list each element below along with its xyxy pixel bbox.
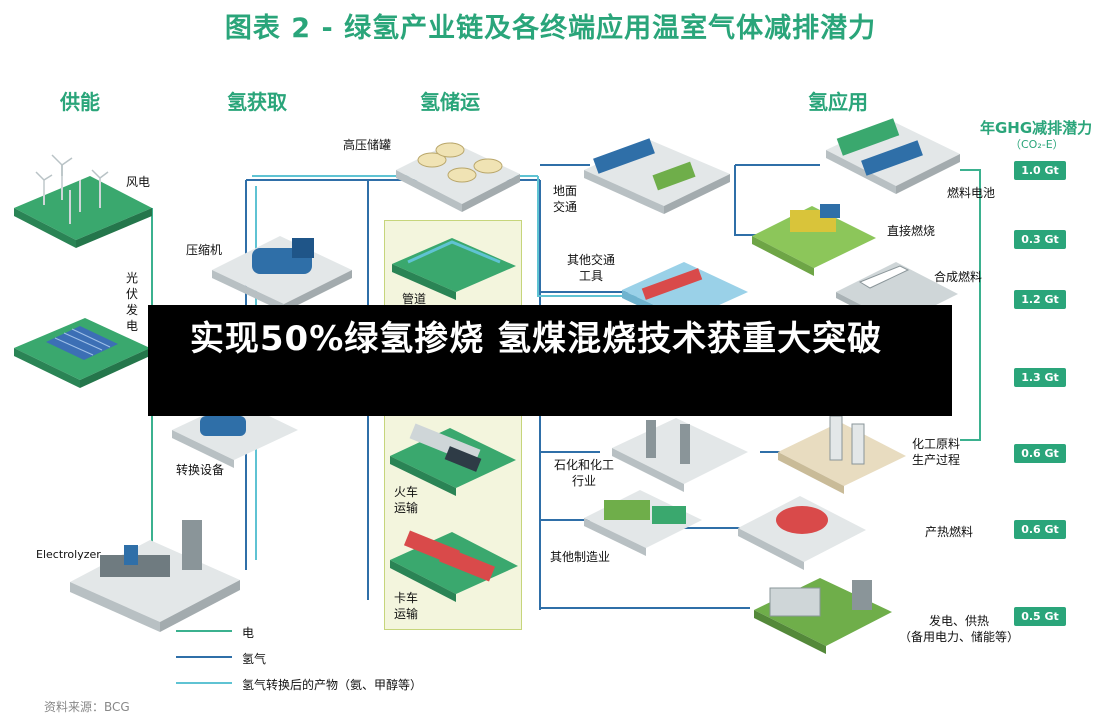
label-high-pressure-tank: 高压储罐 <box>343 138 392 152</box>
ghg-badge-fuel-cell: 1.0 Gt <box>1014 161 1066 180</box>
label-synthetic-fuel: 合成燃料 <box>934 270 983 284</box>
label-direct-combustion: 直接燃烧 <box>887 224 936 238</box>
label-truck: 卡车运输 <box>394 591 419 621</box>
solar-farm-icon <box>14 318 150 388</box>
label-converter: 转换设备 <box>176 463 225 477</box>
label-train: 火车运输 <box>394 485 419 515</box>
pipeline-icon <box>392 238 516 300</box>
truck-icon <box>390 530 518 602</box>
legend-derivatives: 氢气转换后的产物（氨、甲醇等） <box>242 678 423 692</box>
heat-fuel-icon <box>738 496 866 570</box>
high-pressure-tank-icon <box>396 142 520 212</box>
electrolyzer-icon <box>70 520 240 632</box>
ghg-subtitle: （CO₂-E） <box>1010 138 1064 151</box>
ghg-title: 年GHG减排潜力 <box>980 119 1093 137</box>
label-compressor: 压缩机 <box>186 243 223 257</box>
label-chem-feedstock: 化工原料生产过程 <box>912 437 961 467</box>
ghg-badge-heat-fuel: 0.6 Gt <box>1014 520 1066 539</box>
legend-electricity: 电 <box>242 626 255 640</box>
headline-text: 实现50%绿氢掺烧 氢煤混烧技术获重大突破 <box>189 319 883 359</box>
label-solar: 光伏 发电 <box>125 271 138 333</box>
label-heat-fuel: 产热燃料 <box>925 525 974 539</box>
label-fuel-cell: 燃料电池 <box>947 186 996 200</box>
label-other-manufacturing: 其他制造业 <box>550 550 611 564</box>
train-icon <box>390 423 516 496</box>
chem-feedstock-icon <box>778 415 906 494</box>
wind-farm-icon <box>14 154 152 248</box>
ghg-badge-power-heat: 0.5 Gt <box>1014 607 1066 626</box>
ghg-badge-banner-row: 1.3 Gt <box>1014 368 1066 387</box>
ghg-badge-chem-feedstock: 0.6 Gt <box>1014 444 1066 463</box>
power-heat-icon <box>754 578 892 654</box>
page-title: 图表 2 - 绿氢产业链及各终端应用温室气体减排潜力 <box>224 13 877 44</box>
headline-banner[interactable]: 实现50%绿氢掺烧 氢煤混烧技术获重大突破 <box>148 305 952 416</box>
label-power-heat: 发电、供热（备用电力、储能等） <box>898 614 1019 644</box>
fuel-cell-icon <box>826 118 960 194</box>
column-header-storage: 氢储运 <box>420 90 480 114</box>
source-note: 资料来源：BCG <box>44 700 130 714</box>
label-other-transport: 其他交通工具 <box>566 253 615 283</box>
ground-transport-icon <box>584 138 730 214</box>
petrochem-icon <box>612 418 748 492</box>
column-header-acquire: 氢获取 <box>227 90 287 114</box>
compressor-icon <box>212 236 352 312</box>
label-ground-transport: 地面交通 <box>553 184 578 214</box>
column-header-supply: 供能 <box>60 90 100 114</box>
label-petrochem: 石化和化工行业 <box>553 458 614 488</box>
label-electrolyzer: Electrolyzer <box>36 548 101 561</box>
column-header-application: 氢应用 <box>808 90 868 114</box>
ghg-badge-direct-combustion: 0.3 Gt <box>1014 230 1066 249</box>
ghg-badge-synthetic-fuel: 1.2 Gt <box>1014 290 1066 309</box>
other-manufacturing-icon <box>584 490 702 556</box>
label-wind: 风电 <box>126 175 151 189</box>
legend-hydrogen: 氢气 <box>242 652 267 666</box>
direct-combustion-icon <box>752 204 876 276</box>
label-pipeline: 管道 <box>402 292 427 306</box>
